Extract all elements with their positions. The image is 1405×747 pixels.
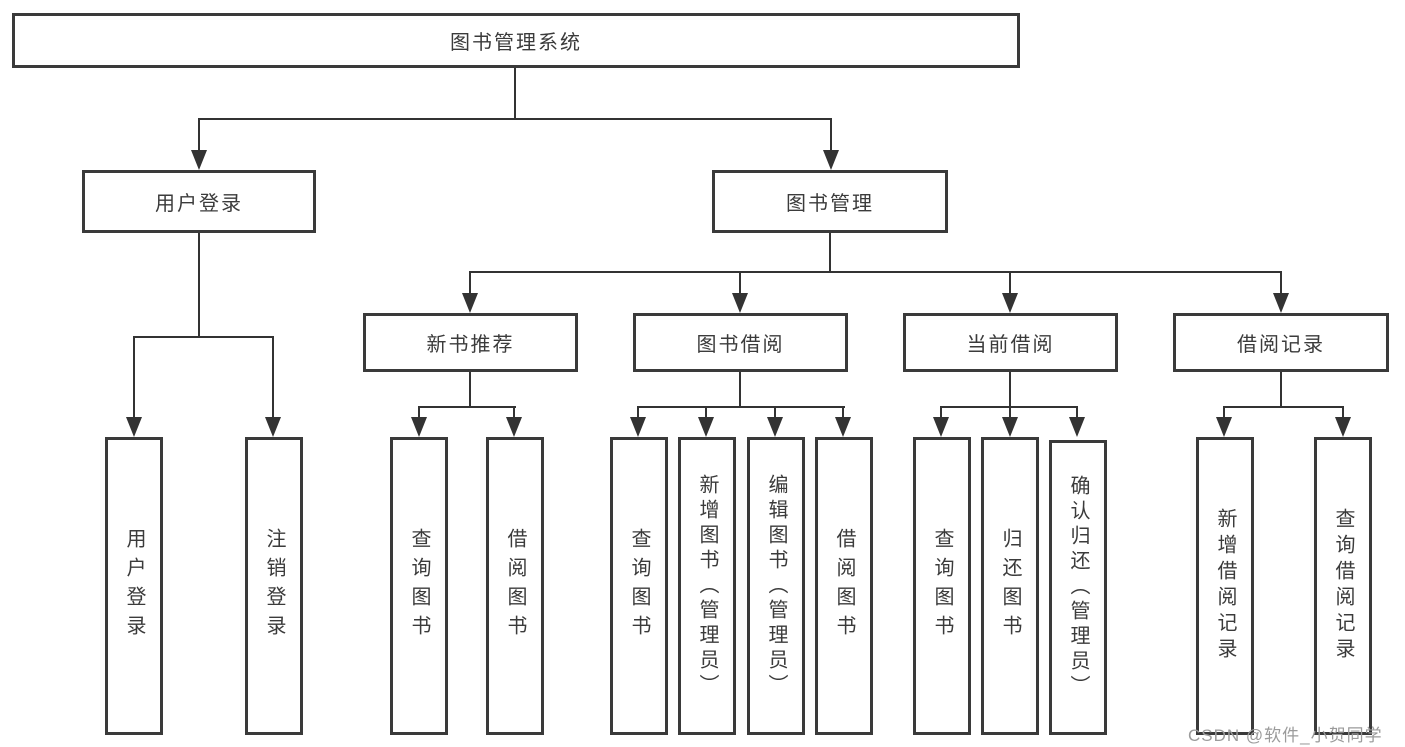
node-borrowing-records: 借阅记录	[1173, 313, 1389, 372]
leaf-label: 查询借阅记录	[1332, 508, 1354, 664]
arrowhead-records	[1273, 293, 1289, 313]
connector-records-rail	[1223, 406, 1343, 408]
connector-bookmgmt-rail	[469, 271, 1282, 273]
arrowhead-userlogin	[191, 150, 207, 170]
arrowhead-leaf	[1335, 417, 1351, 437]
connector-leaf-drop	[418, 406, 420, 420]
leaf-query-books-current: 查询图书	[913, 437, 971, 735]
leaf-label: 新增图书（管理员）	[696, 473, 718, 699]
leaf-label: 借阅图书	[504, 528, 526, 644]
connector-newbook-stem	[469, 372, 471, 408]
connector-leaf-logout-drop	[272, 336, 274, 420]
connector-leaf-drop	[513, 406, 515, 420]
connector-leaf-drop	[705, 406, 707, 420]
leaf-confirm-return-admin: 确认归还（管理员）	[1049, 440, 1107, 735]
arrowhead-leaf	[835, 417, 851, 437]
arrowhead-leaf	[506, 417, 522, 437]
leaf-query-books-newbook: 查询图书	[390, 437, 448, 735]
leaf-label: 确认归还（管理员）	[1067, 475, 1089, 700]
leaf-user-login: 用户登录	[105, 437, 163, 735]
connector-newbook-drop	[469, 271, 471, 295]
arrowhead-leaf	[1002, 417, 1018, 437]
node-label: 图书管理	[786, 193, 874, 215]
connector-bookmgmt-stem	[829, 233, 831, 273]
node-label: 图书管理系统	[450, 32, 582, 54]
arrowhead-leaf	[1069, 417, 1085, 437]
leaf-label: 查询图书	[931, 528, 953, 644]
arrowhead-bookmgmt	[823, 150, 839, 170]
connector-leaf-drop	[842, 406, 844, 420]
csdn-watermark: CSDN @软件_小贺同学	[1188, 726, 1383, 745]
connector-userlogin-rail	[133, 336, 274, 338]
node-label: 新书推荐	[426, 334, 515, 356]
arrowhead-leaf	[1216, 417, 1232, 437]
arrowhead-leaf	[767, 417, 783, 437]
node-book-management-system: 图书管理系统	[12, 13, 1020, 68]
connector-leaf-drop	[1342, 406, 1344, 420]
leaf-borrow-books-borrowing: 借阅图书	[815, 437, 873, 735]
node-label: 借阅记录	[1237, 334, 1325, 356]
arrowhead-leaf	[411, 417, 427, 437]
connector-userlogin-stem	[198, 233, 200, 338]
connector-newbook-rail	[418, 406, 516, 408]
leaf-return-books: 归还图书	[981, 437, 1039, 735]
leaf-label: 归还图书	[999, 528, 1021, 644]
leaf-query-borrow-record: 查询借阅记录	[1314, 437, 1372, 735]
connector-leaf-drop	[940, 406, 942, 420]
leaf-logout: 注销登录	[245, 437, 303, 735]
connector-userlogin-drop	[198, 118, 200, 154]
node-book-borrowing: 图书借阅	[633, 313, 848, 372]
connector-root-rail	[198, 118, 832, 120]
connector-borrowing-drop	[739, 271, 741, 295]
leaf-borrow-books-newbook: 借阅图书	[486, 437, 544, 735]
connector-current-stem	[1009, 372, 1011, 408]
node-user-login: 用户登录	[82, 170, 316, 233]
leaf-label: 借阅图书	[833, 528, 855, 644]
arrowhead-leaf	[698, 417, 714, 437]
node-new-book-recommendation: 新书推荐	[363, 313, 578, 372]
connector-leaf-drop	[1076, 406, 1078, 420]
leaf-label: 编辑图书（管理员）	[765, 473, 787, 699]
connector-records-stem	[1280, 372, 1282, 408]
leaf-label: 新增借阅记录	[1214, 508, 1236, 664]
leaf-label: 用户登录	[123, 528, 145, 644]
leaf-label: 查询图书	[628, 528, 650, 644]
leaf-add-borrow-record: 新增借阅记录	[1196, 437, 1254, 735]
connector-leaf-drop	[637, 406, 639, 420]
leaf-label: 注销登录	[263, 528, 285, 644]
node-label: 当前借阅	[966, 334, 1055, 356]
leaf-edit-books-admin: 编辑图书（管理员）	[747, 437, 805, 735]
arrowhead-leaf-logout	[265, 417, 281, 437]
arrowhead-leaf-login	[126, 417, 142, 437]
connector-bookmgmt-drop	[830, 118, 832, 154]
connector-leaf-drop	[1009, 406, 1011, 420]
connector-records-drop	[1280, 271, 1282, 295]
connector-root-stem	[514, 68, 516, 120]
arrowhead-leaf	[630, 417, 646, 437]
leaf-label: 查询图书	[408, 528, 430, 644]
node-label: 图书借阅	[696, 334, 785, 356]
connector-leaf-login-drop	[133, 336, 135, 420]
connector-borrowing-stem	[739, 372, 741, 408]
arrowhead-newbook	[462, 293, 478, 313]
node-current-borrowing: 当前借阅	[903, 313, 1118, 372]
leaf-query-books-borrowing: 查询图书	[610, 437, 668, 735]
node-label: 用户登录	[155, 193, 243, 215]
connector-leaf-drop	[1223, 406, 1225, 420]
connector-leaf-drop	[774, 406, 776, 420]
leaf-add-books-admin: 新增图书（管理员）	[678, 437, 736, 735]
connector-current-drop	[1009, 271, 1011, 295]
arrowhead-borrowing	[732, 293, 748, 313]
node-book-management: 图书管理	[712, 170, 948, 233]
connector-borrowing-rail	[637, 406, 845, 408]
arrowhead-leaf	[933, 417, 949, 437]
arrowhead-current	[1002, 293, 1018, 313]
